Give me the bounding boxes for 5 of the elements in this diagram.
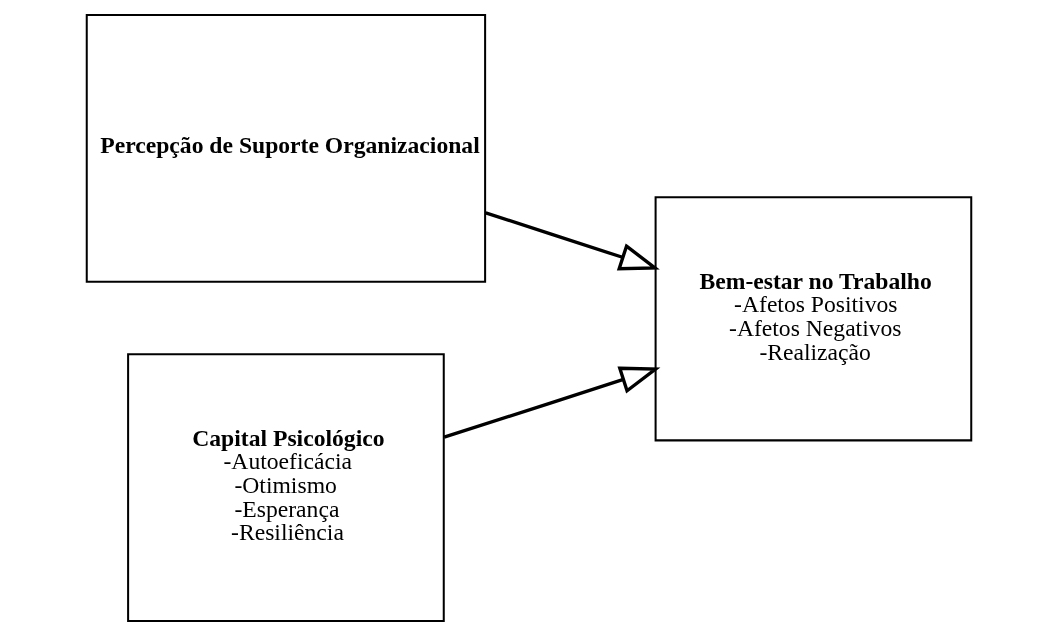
node-box: Capital Psicológico -Autoeficácia -Otimismo -Esperança -Resiliência	[126, 353, 445, 622]
arrow	[484, 211, 660, 271]
node-box: Bem-estar no Trabalho -Afetos Positivos -Afetos Negativos -Realização	[654, 196, 972, 442]
node-box: Percepção de Suporte Organizacional	[85, 14, 486, 283]
arrow	[443, 366, 660, 439]
